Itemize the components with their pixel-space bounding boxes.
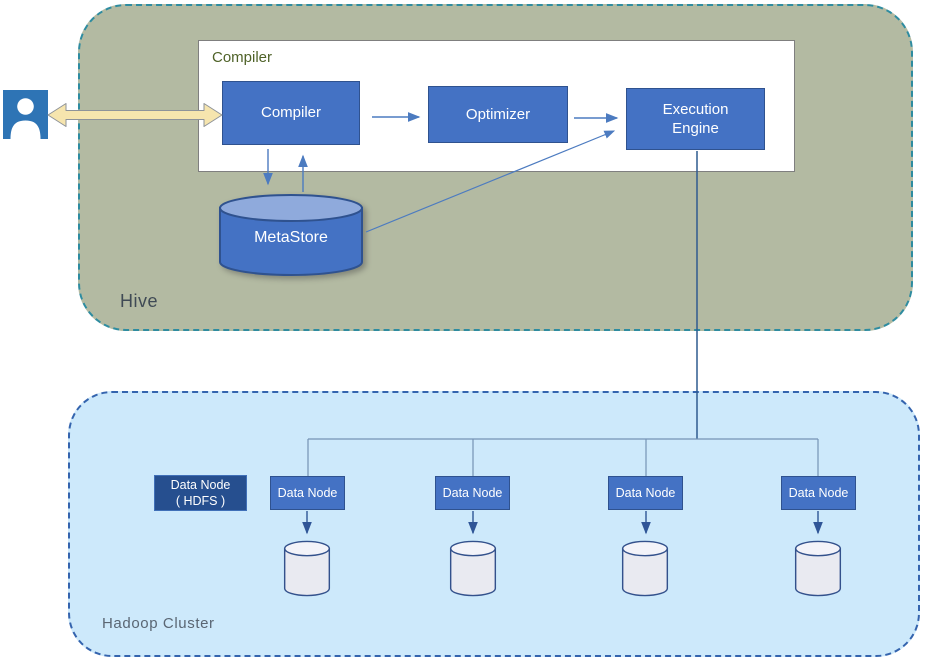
data-node-3-label: Data Node — [615, 485, 676, 500]
data-node-1: Data Node — [270, 476, 345, 510]
execution-engine-label-line1: Execution — [662, 100, 729, 118]
storage-cylinder-icon-3 — [621, 540, 669, 597]
hadoop-cluster-label: Hadoop Cluster — [102, 615, 215, 632]
data-node-4: Data Node — [781, 476, 856, 510]
compiler-node-label: Compiler — [260, 104, 321, 122]
execution-engine-node: Execution Engine — [626, 88, 765, 150]
optimizer-node-label: Optimizer — [465, 105, 531, 123]
storage-cylinder-icon-2 — [449, 540, 497, 597]
hdfs-data-node: Data Node ( HDFS ) — [154, 475, 247, 511]
compiler-node: Compiler — [222, 81, 360, 145]
hdfs-label-line2: ( HDFS ) — [175, 494, 226, 508]
user-icon — [3, 90, 48, 139]
hive-label: Hive — [120, 291, 159, 311]
data-node-4-label: Data Node — [788, 485, 849, 500]
execution-engine-label-line2: Engine — [672, 120, 719, 137]
metastore-label: MetaStore — [254, 229, 328, 246]
database-cylinder-icon — [219, 194, 363, 276]
hdfs-label-line1: Data Node — [170, 477, 231, 492]
data-node-2: Data Node — [435, 476, 510, 510]
optimizer-node: Optimizer — [428, 86, 568, 143]
storage-cylinder-icon-4 — [794, 540, 842, 597]
data-node-1-label: Data Node — [277, 485, 338, 500]
compiler-section-label: Compiler — [212, 49, 273, 66]
storage-cylinder-icon-1 — [283, 540, 331, 597]
data-node-3: Data Node — [608, 476, 683, 510]
metastore-node: MetaStore — [218, 193, 364, 277]
hadoop-cluster-container: Hadoop Cluster — [68, 391, 920, 657]
data-node-2-label: Data Node — [442, 485, 503, 500]
